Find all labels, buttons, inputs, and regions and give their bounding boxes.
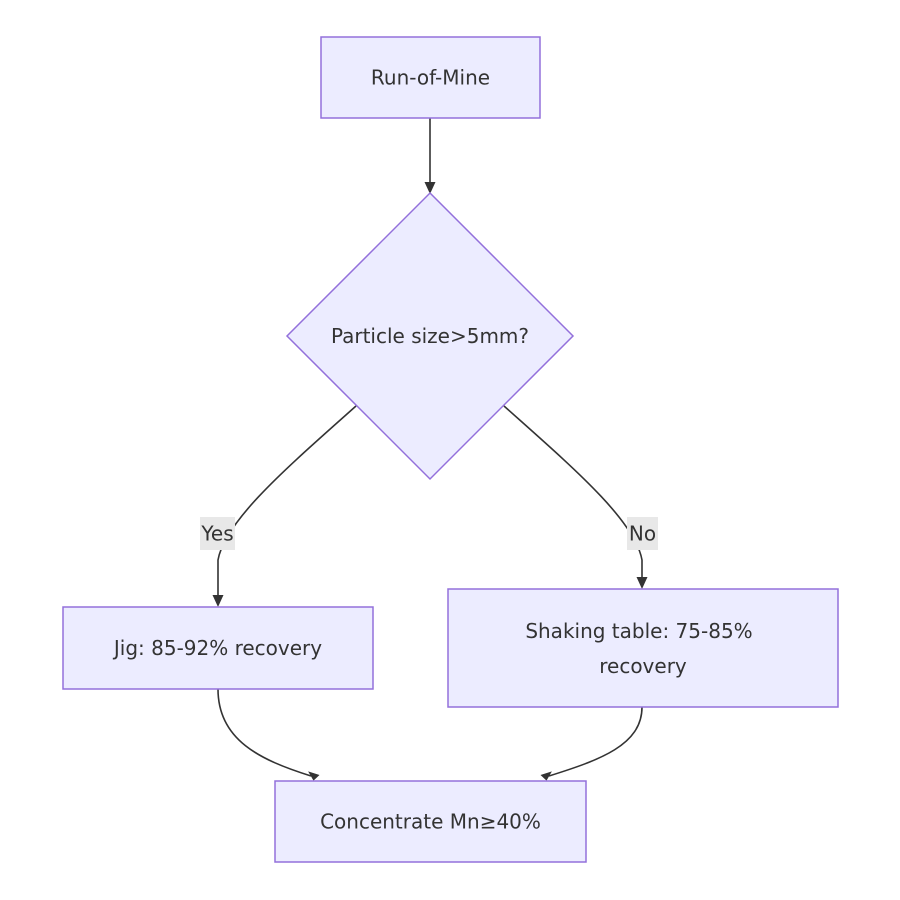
edge-jig-to-concentrate: [217, 688, 312, 777]
node-decision-label: Particle size>5mm?: [331, 324, 529, 348]
edge-label-yes: Yes: [200, 517, 235, 550]
node-shaking-table-box: [447, 588, 839, 708]
node-shaking-table-label-line1: Shaking table: 75-85%: [525, 619, 752, 643]
edge-label-yes-background: [200, 517, 235, 550]
node-shaking-table[interactable]: Shaking table: 75-85% recovery: [447, 588, 839, 708]
arrowhead-jig: [212, 595, 224, 607]
node-jig[interactable]: Jig: 85-92% recovery: [62, 606, 374, 690]
edge-shaking-table-to-concentrate: [548, 706, 643, 777]
edge-decision-to-shaking-table: [503, 405, 643, 578]
node-jig-box: [62, 606, 374, 690]
arrowhead-concentrate-left: [308, 771, 320, 781]
edges: [212, 118, 648, 781]
arrowhead-concentrate-right: [540, 771, 552, 781]
node-run-of-mine-label: Run-of-Mine: [371, 66, 490, 90]
node-run-of-mine-box: [320, 36, 541, 119]
arrowhead-decision: [424, 182, 436, 194]
node-run-of-mine[interactable]: Run-of-Mine: [320, 36, 541, 119]
decision-diamond: [285, 191, 575, 481]
node-concentrate-box: [274, 780, 587, 863]
node-concentrate-label: Concentrate Mn≥40%: [320, 810, 541, 834]
node-decision-particle-size[interactable]: Particle size>5mm?: [285, 191, 575, 481]
edge-decision-to-jig: [217, 405, 357, 596]
edge-label-no: No: [627, 517, 658, 550]
node-shaking-table-label-line2: recovery: [599, 654, 687, 678]
node-jig-label: Jig: 85-92% recovery: [112, 636, 322, 660]
arrowhead-shaking-table: [636, 577, 648, 589]
edge-label-yes-text: Yes: [200, 522, 233, 546]
edge-label-no-text: No: [629, 522, 656, 546]
node-concentrate[interactable]: Concentrate Mn≥40%: [274, 780, 587, 863]
edge-label-no-background: [627, 517, 658, 550]
